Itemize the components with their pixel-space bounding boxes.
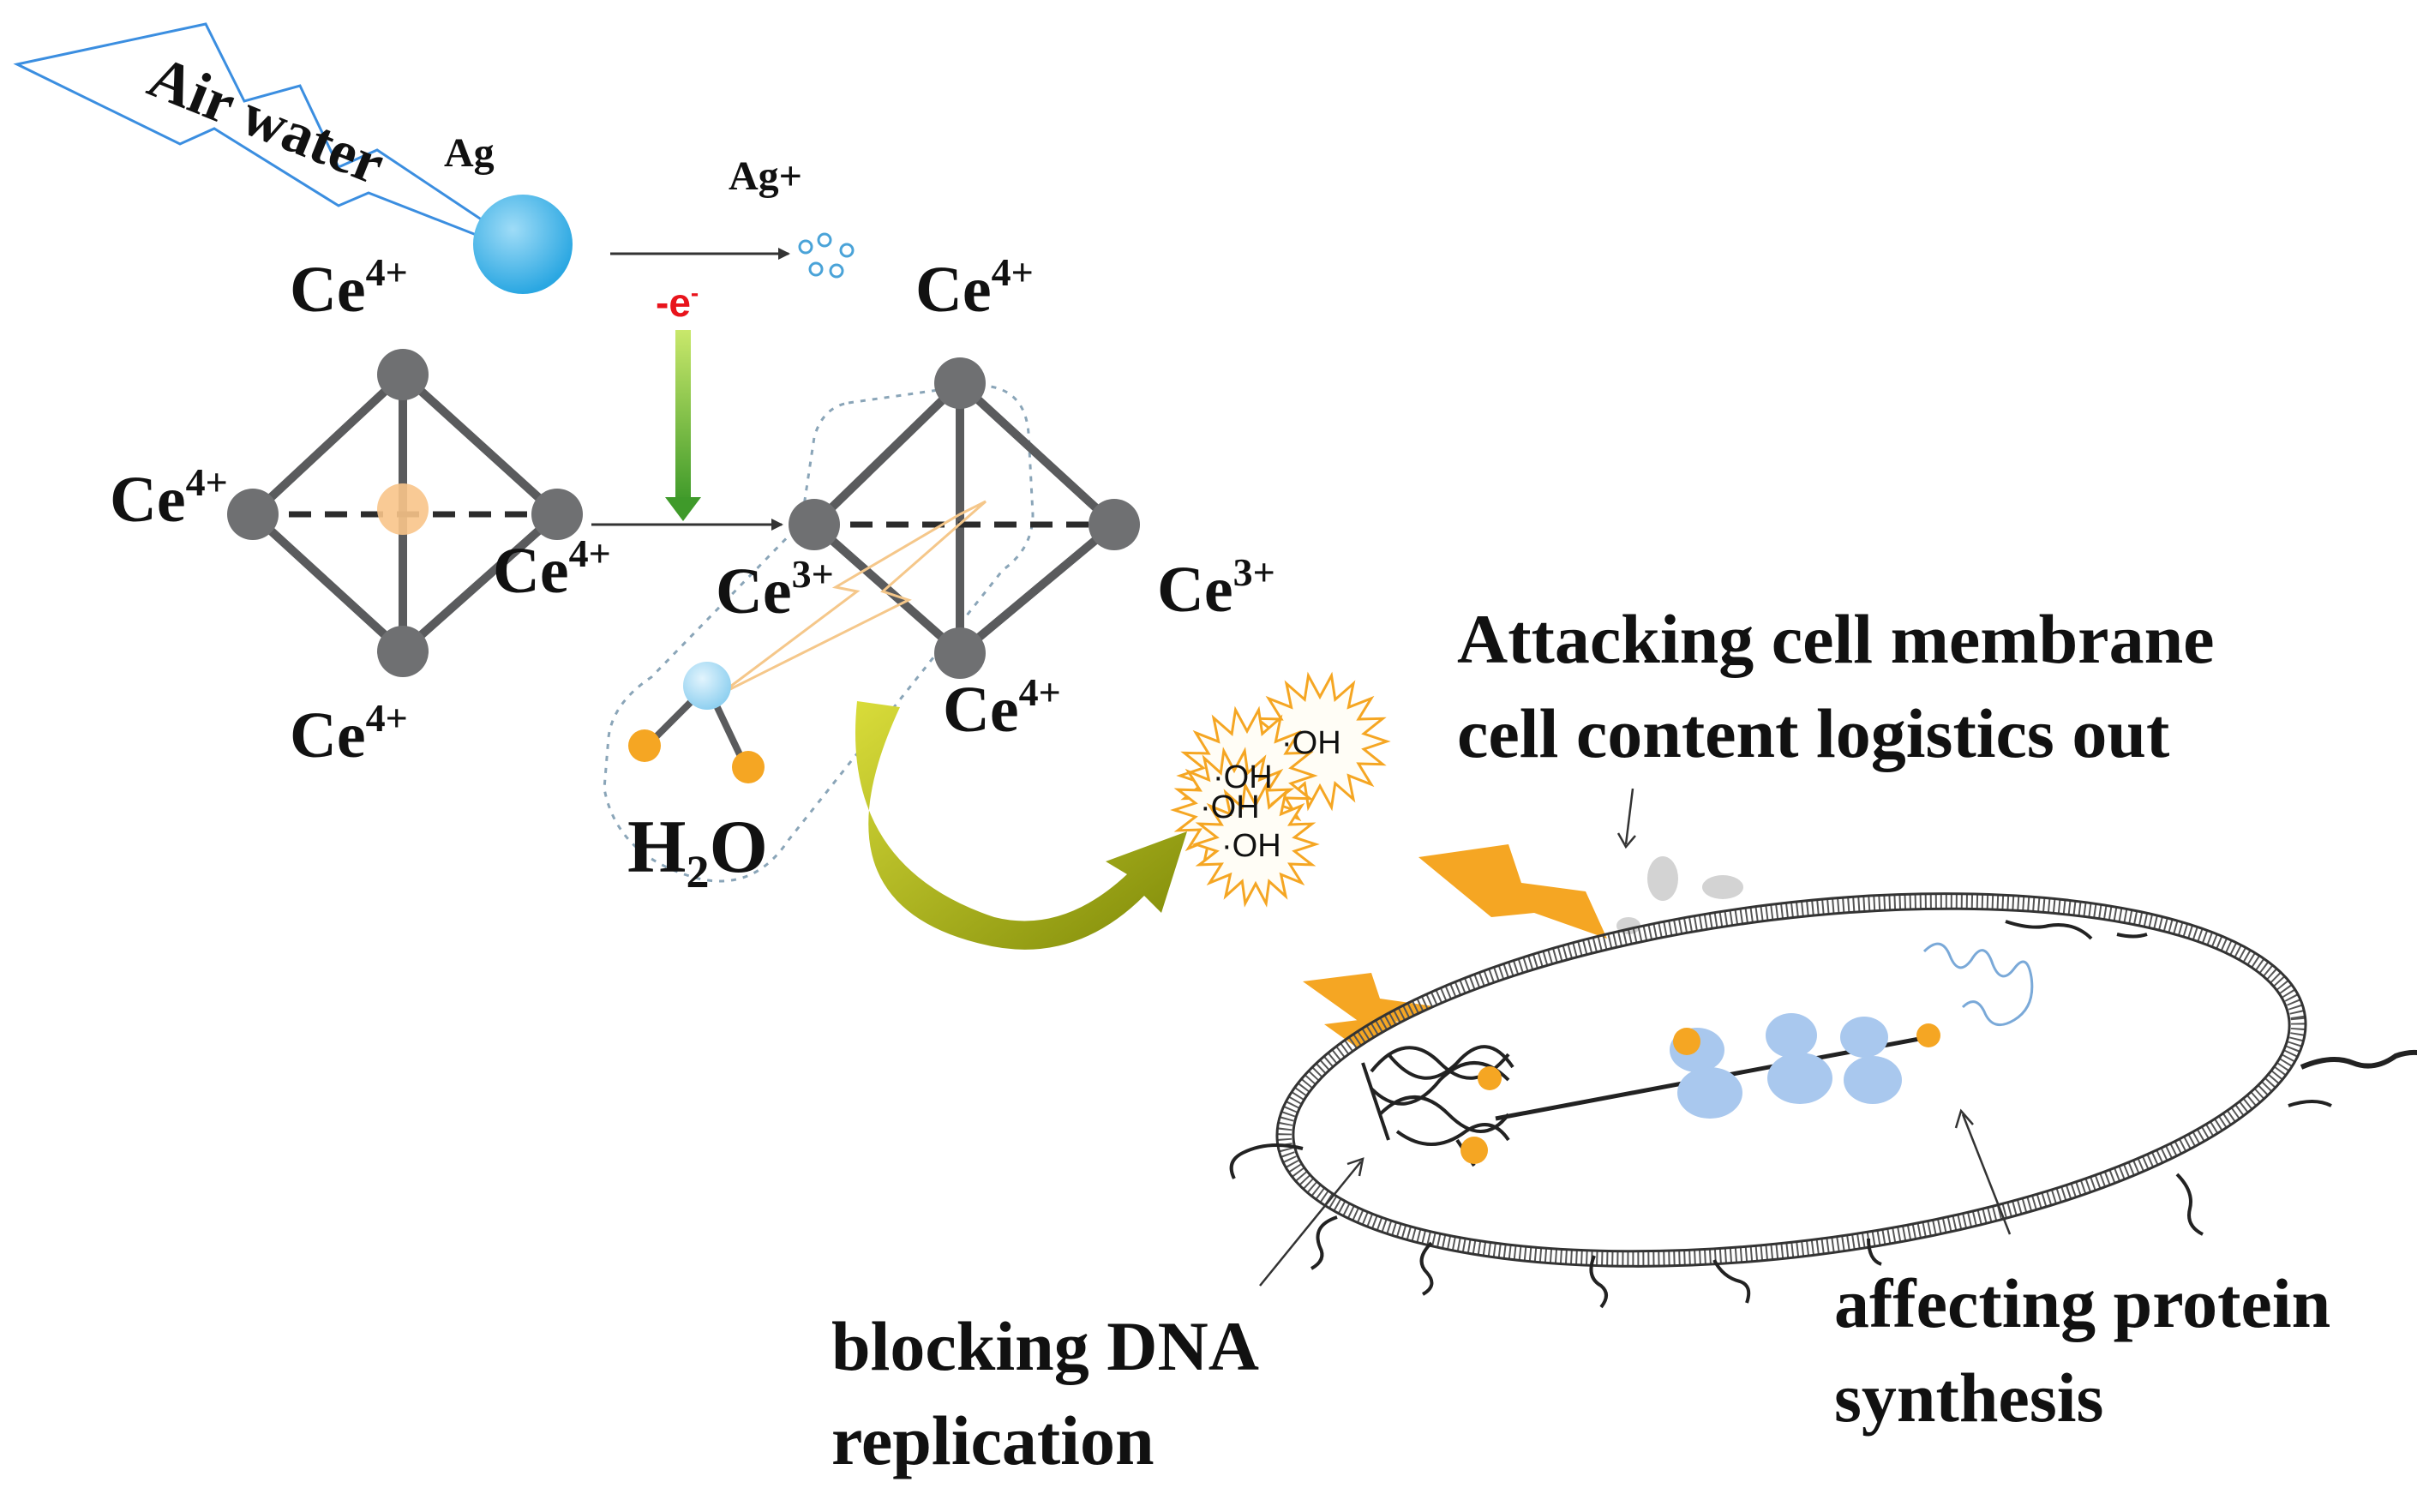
hydroxyl-starburst	[1191, 781, 1320, 908]
ce-right-right: Ce3+	[1157, 550, 1275, 626]
electron-arrow-shaft	[675, 330, 691, 501]
ce-right-left: Ce3+	[716, 552, 834, 627]
mrna-burst	[1916, 1023, 1940, 1047]
ce-right-top: Ce4+	[915, 250, 1034, 326]
electron-transfer-bolt	[719, 500, 987, 696]
hydroxyl-radicals	[1170, 671, 1391, 908]
dna-damage-bursts	[1460, 1066, 1502, 1164]
ce-left-right: Ce4+	[493, 531, 611, 607]
callout-arrows	[1259, 788, 2012, 1287]
dna-annotation-line1: blocking DNA	[831, 1307, 1259, 1385]
protein-coil	[1922, 942, 2034, 1027]
hydroxyl-label-1: ·OH	[1281, 725, 1341, 761]
protein-annotation-line1: affecting protein	[1834, 1264, 2331, 1342]
water-label: H2O	[627, 806, 768, 897]
electron-label: -e-	[656, 279, 699, 325]
ce-left-top: Ce4+	[290, 250, 408, 326]
dna-annotation-line2: replication	[831, 1401, 1155, 1479]
hydroxyl-label-2: ·OH	[1213, 759, 1273, 795]
protein-annotation-line2: synthesis	[1834, 1359, 2104, 1437]
water-molecule	[628, 662, 765, 783]
ce-right-bottom: Ce4+	[943, 670, 1061, 746]
air-water-bolt	[13, 22, 545, 263]
silver-ions	[798, 232, 855, 279]
ag-label: Ag	[444, 130, 495, 176]
membrane-annotation-line1: Attacking cell membrane	[1457, 600, 2215, 678]
ce-left-left: Ce4+	[110, 460, 228, 536]
membrane-annotation-line2: cell content logistics out	[1457, 694, 2170, 772]
hydroxyl-generation-arrow	[855, 701, 1187, 950]
ag-ion-label: Ag+	[729, 153, 803, 199]
ribosomes	[1670, 1013, 1902, 1119]
ce-left-bottom: Ce4+	[290, 696, 408, 771]
active-site-outline	[603, 384, 1035, 883]
electron-arrow-head	[665, 497, 701, 521]
hydroxyl-label-3: ·OH	[1200, 789, 1260, 825]
cerium-octahedron-left	[227, 349, 583, 677]
silver-particle	[473, 195, 573, 294]
flagella	[1229, 920, 2417, 1309]
hydroxyl-label-4: ·OH	[1221, 828, 1281, 864]
ribosome-burst	[1673, 1028, 1700, 1055]
